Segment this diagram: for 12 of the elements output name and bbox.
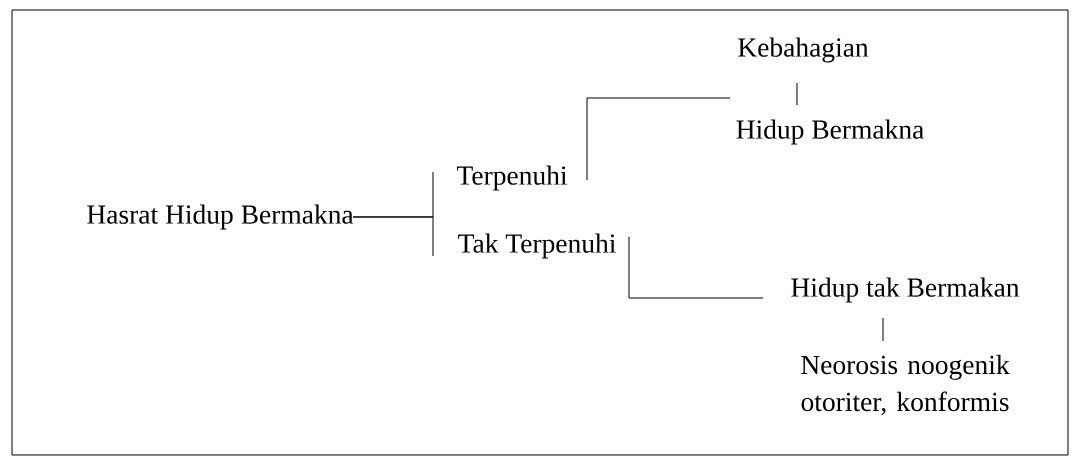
connector-line (882, 317, 884, 342)
connector-line (352, 216, 434, 257)
node-label: Neorosis noogenik otoriter, konformis (801, 354, 1010, 416)
node-label: Hidup Bermakna (736, 119, 924, 145)
connector-line (628, 236, 764, 299)
connector-line (796, 82, 798, 106)
node-label: Hasrat Hidup Bermakna (87, 204, 354, 230)
node-label: Tak Terpenuhi (458, 233, 616, 259)
connector-line (586, 97, 731, 181)
node-label: Kebahagian (738, 37, 869, 63)
node-label: Hidup tak Bermakan (791, 277, 1020, 303)
node-label: Terpenuhi (456, 165, 568, 191)
